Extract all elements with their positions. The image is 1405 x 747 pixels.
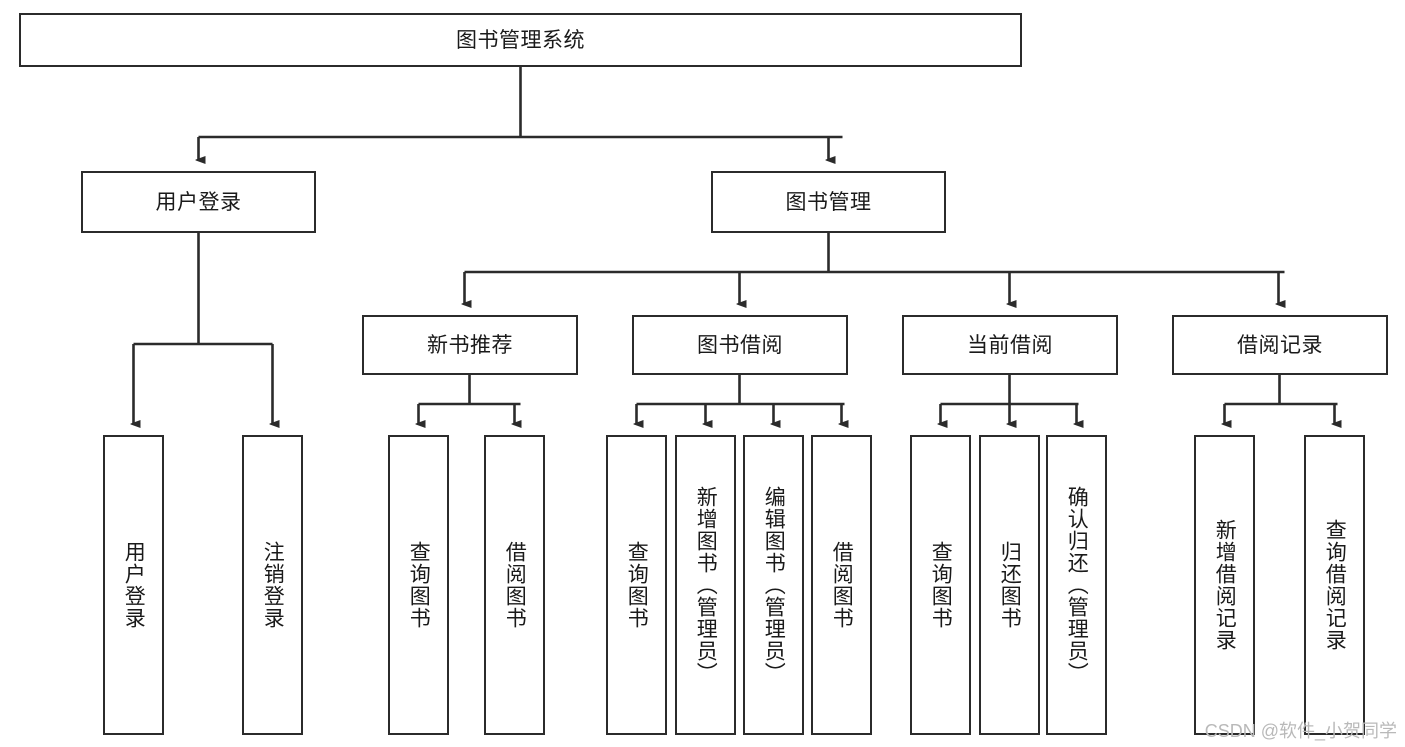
node-label: 当前借阅 [967,333,1053,357]
node-new-book-recommend[interactable]: 新书推荐 [362,315,578,375]
node-label: 图书借阅 [697,333,783,357]
leaf-borrow-book-recommend[interactable]: 借阅图书 [484,435,545,735]
csdn-watermark: CSDN @软件_小贺同学 [1204,721,1397,741]
node-label: 注销登录 [261,541,285,629]
leaf-query-book-current[interactable]: 查询图书 [910,435,971,735]
node-book-management[interactable]: 图书管理 [711,171,946,233]
node-label: 借阅图书 [830,541,854,629]
leaf-add-borrow-record[interactable]: 新增借阅记录 [1194,435,1255,735]
node-label: 编辑图书（管理员） [762,486,786,684]
node-user-login[interactable]: 用户登录 [81,171,316,233]
node-label: 借阅记录 [1237,333,1323,357]
leaf-logout-login[interactable]: 注销登录 [242,435,303,735]
leaf-user-login[interactable]: 用户登录 [103,435,164,735]
node-label: 借阅图书 [503,541,527,629]
node-label: 查询图书 [407,541,431,629]
node-label: 图书管理 [785,190,872,214]
node-label: 用户登录 [155,190,242,214]
node-label: 新增图书（管理员） [694,486,718,684]
leaf-add-book-admin[interactable]: 新增图书（管理员） [675,435,736,735]
node-label: 新书推荐 [427,333,513,357]
node-label: 确认归还（管理员） [1065,486,1089,684]
leaf-query-borrow-record[interactable]: 查询借阅记录 [1304,435,1365,735]
node-book-borrow[interactable]: 图书借阅 [632,315,848,375]
node-label: 归还图书 [998,541,1022,629]
node-label: 新增借阅记录 [1213,519,1237,651]
leaf-query-book-borrow[interactable]: 查询图书 [606,435,667,735]
node-borrow-record[interactable]: 借阅记录 [1172,315,1388,375]
node-label: 查询借阅记录 [1323,519,1347,651]
node-label: 查询图书 [929,541,953,629]
leaf-edit-book-admin[interactable]: 编辑图书（管理员） [743,435,804,735]
node-label: 图书管理系统 [456,28,585,52]
node-root-book-management-system[interactable]: 图书管理系统 [19,13,1022,67]
leaf-confirm-return-admin[interactable]: 确认归还（管理员） [1046,435,1107,735]
leaf-borrow-book-borrow[interactable]: 借阅图书 [811,435,872,735]
leaf-query-book-recommend[interactable]: 查询图书 [388,435,449,735]
leaf-return-book[interactable]: 归还图书 [979,435,1040,735]
node-label: 查询图书 [625,541,649,629]
node-label: 用户登录 [122,541,146,629]
node-current-borrow[interactable]: 当前借阅 [902,315,1118,375]
